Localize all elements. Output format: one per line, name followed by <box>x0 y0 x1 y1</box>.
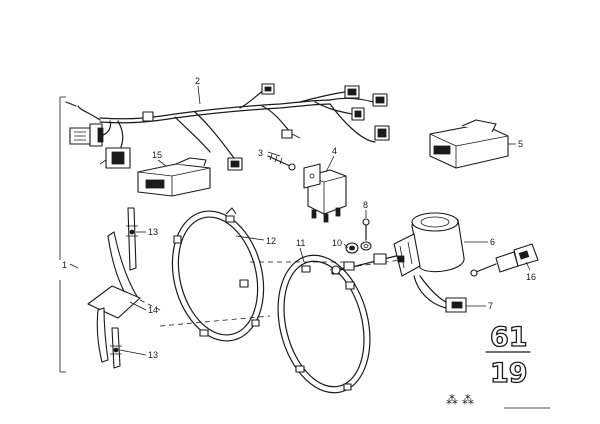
harness-connector-top-right-1 <box>344 85 360 99</box>
harness-connector-top-right-2 <box>372 93 388 107</box>
callout-11: 11 <box>296 238 305 248</box>
harness-connector-right-2 <box>374 125 390 141</box>
group-number: 61 19 <box>485 321 531 390</box>
callout-12: 12 <box>266 236 276 246</box>
callout-14: 14 <box>148 305 158 315</box>
relay-4 <box>303 163 347 223</box>
harness-connector-top <box>261 83 275 95</box>
leader-lines <box>119 85 531 356</box>
wiring-harness <box>65 89 381 159</box>
harness-connector-left <box>69 123 104 147</box>
mounting-ring-12 <box>171 207 265 342</box>
washer-10 <box>345 242 359 254</box>
callout-4: 4 <box>332 146 337 156</box>
group-number-bottom: 19 <box>490 358 528 389</box>
harness-connector-small <box>281 129 301 139</box>
trim-strip-14 <box>87 231 161 363</box>
callout-7: 7 <box>488 301 493 311</box>
callout-6: 6 <box>490 237 495 247</box>
plug-16 <box>470 243 539 277</box>
callout-1: 1 <box>62 260 67 270</box>
callout-labels: 1 2 3 4 5 6 7 8 10 11 12 13 13 14 15 16 <box>62 76 536 360</box>
connector-7 <box>445 297 467 313</box>
callout-13-lower: 13 <box>148 350 158 360</box>
adjuster-motor-6 <box>393 212 465 309</box>
screw-8 <box>362 218 370 241</box>
retaining-ring-11 <box>277 254 371 394</box>
adjuster-spindle <box>331 253 397 275</box>
assembly-bracket <box>59 96 79 373</box>
callout-8: 8 <box>363 200 368 210</box>
harness-connector-mid <box>227 157 243 171</box>
callout-16: 16 <box>526 272 536 282</box>
callout-2: 2 <box>195 76 200 86</box>
harness-connector-lower-left <box>99 147 131 169</box>
callout-10: 10 <box>332 238 342 248</box>
alignment-lines <box>159 259 401 327</box>
callout-5: 5 <box>518 139 523 149</box>
harness-connector-right-1 <box>351 107 365 121</box>
control-unit-15 <box>137 157 211 197</box>
clip-13-lower <box>110 327 122 369</box>
footer-marks: ⁂ ⁂ <box>446 393 474 407</box>
harness-sleeve <box>142 111 154 122</box>
callout-13-upper: 13 <box>148 227 158 237</box>
clip-13-upper <box>126 207 138 271</box>
screw-3 <box>267 153 296 171</box>
callout-3: 3 <box>258 148 263 158</box>
control-unit-5 <box>429 119 509 169</box>
washer-9 <box>360 241 372 251</box>
group-number-top: 61 <box>490 322 528 353</box>
callout-15: 15 <box>152 150 162 160</box>
